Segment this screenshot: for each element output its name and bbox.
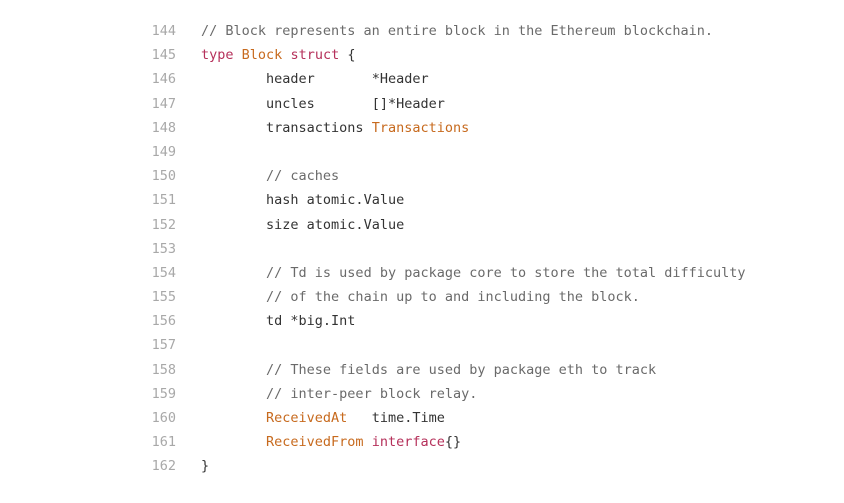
- code-view: 144 // Block represents an entire block i…: [0, 19, 844, 479]
- line-number[interactable]: 145: [151, 47, 176, 64]
- code-token-plain: [201, 289, 266, 305]
- line-number[interactable]: 148: [151, 119, 176, 136]
- line-code: // Block represents an entire block in t…: [201, 19, 713, 43]
- line-code: uncles []*Header: [201, 92, 445, 116]
- code-line: 147 uncles []*Header: [0, 92, 844, 116]
- code-token-plain: [201, 265, 266, 281]
- code-token-type: ReceivedAt: [266, 410, 348, 426]
- line-code: // caches: [201, 164, 339, 188]
- code-line: 144 // Block represents an entire block i…: [0, 19, 844, 43]
- code-line: 153: [0, 237, 844, 261]
- line-number[interactable]: 154: [151, 264, 176, 281]
- code-token-plain: header *Header: [201, 71, 429, 88]
- code-token-plain: {}: [444, 434, 462, 451]
- line-number[interactable]: 150: [151, 168, 176, 185]
- line-number[interactable]: 159: [151, 385, 176, 402]
- code-token-plain: size atomic.Value: [201, 216, 405, 233]
- code-token-comment: // caches: [266, 168, 340, 185]
- line-code: hash atomic.Value: [201, 188, 404, 212]
- line-code: // of the chain up to and including the …: [201, 285, 640, 309]
- line-code: // inter-peer block relay.: [201, 382, 477, 406]
- line-number[interactable]: 151: [151, 192, 176, 209]
- code-token-plain: [201, 410, 266, 426]
- code-token-keyword: interface: [371, 434, 445, 451]
- line-number[interactable]: 153: [151, 240, 176, 257]
- line-code: ReceivedAt time.Time: [201, 406, 445, 430]
- code-line: 162}: [0, 454, 844, 478]
- line-number[interactable]: 149: [151, 143, 176, 160]
- line-number[interactable]: 152: [151, 216, 176, 233]
- code-token-comment: // Td is used by package core to store t…: [266, 264, 746, 281]
- code-token-plain: transactions: [201, 119, 372, 136]
- line-code: td *big.Int: [201, 309, 355, 333]
- line-number[interactable]: 146: [151, 71, 176, 88]
- code-token-plain: [234, 47, 242, 63]
- code-line: 161 ReceivedFrom interface{}: [0, 430, 844, 454]
- line-code: }: [201, 454, 209, 478]
- line-code: header *Header: [201, 67, 429, 91]
- code-token-plain: hash atomic.Value: [201, 192, 405, 209]
- code-line: 148 transactions Transactions: [0, 116, 844, 140]
- code-token-plain: [201, 362, 266, 378]
- line-number[interactable]: 161: [151, 434, 176, 451]
- line-number[interactable]: 158: [151, 361, 176, 378]
- code-token-keyword: type: [201, 47, 234, 64]
- line-number[interactable]: 156: [151, 313, 176, 330]
- code-token-plain: [201, 434, 266, 450]
- line-code: size atomic.Value: [201, 213, 404, 237]
- code-token-plain: [364, 434, 372, 450]
- code-line: 154 // Td is used by package core to sto…: [0, 261, 844, 285]
- code-token-keyword: struct: [290, 47, 340, 64]
- code-line: 156 td *big.Int: [0, 309, 844, 333]
- line-code: // Td is used by package core to store t…: [201, 261, 746, 285]
- code-token-plain: [201, 386, 266, 402]
- code-line: 149: [0, 140, 844, 164]
- code-token-plain: {: [339, 47, 356, 64]
- line-number[interactable]: 160: [151, 410, 176, 426]
- code-token-type: Block: [241, 47, 283, 64]
- code-token-plain: [201, 168, 266, 184]
- line-code: ReceivedFrom interface{}: [201, 430, 461, 454]
- line-code: type Block struct {: [201, 43, 355, 67]
- code-token-comment: // of the chain up to and including the …: [266, 289, 640, 306]
- code-line: 157: [0, 333, 844, 357]
- code-token-plain: uncles []*Header: [201, 95, 445, 112]
- line-code: transactions Transactions: [201, 116, 469, 140]
- code-line: 152 size atomic.Value: [0, 213, 844, 237]
- code-token-comment: // inter-peer block relay.: [266, 385, 478, 402]
- code-line: 145 type Block struct {: [0, 43, 844, 67]
- code-line: 155 // of the chain up to and including …: [0, 285, 844, 309]
- code-token-plain: time.Time: [347, 410, 445, 426]
- code-token-comment: // Block represents an entire block in t…: [201, 23, 714, 39]
- line-number[interactable]: 157: [151, 337, 176, 354]
- line-number[interactable]: 162: [151, 458, 176, 475]
- code-token-type: Transactions: [371, 119, 470, 136]
- code-token-plain: }: [201, 458, 210, 475]
- line-number[interactable]: 155: [151, 289, 176, 306]
- line-code: // These fields are used by package eth …: [201, 358, 656, 382]
- code-line: 160 ReceivedAt time.Time: [0, 406, 844, 430]
- code-token-plain: td *big.Int: [201, 313, 356, 330]
- code-line: 159 // inter-peer block relay.: [0, 382, 844, 406]
- line-number[interactable]: 147: [151, 95, 176, 112]
- line-number[interactable]: 144: [151, 23, 176, 39]
- code-token-type: ReceivedFrom: [266, 434, 364, 451]
- code-token-comment: // These fields are used by package eth …: [266, 361, 657, 378]
- code-line: 151 hash atomic.Value: [0, 188, 844, 212]
- code-line: 158 // These fields are used by package …: [0, 358, 844, 382]
- code-line: 150 // caches: [0, 164, 844, 188]
- code-line: 146 header *Header: [0, 67, 844, 91]
